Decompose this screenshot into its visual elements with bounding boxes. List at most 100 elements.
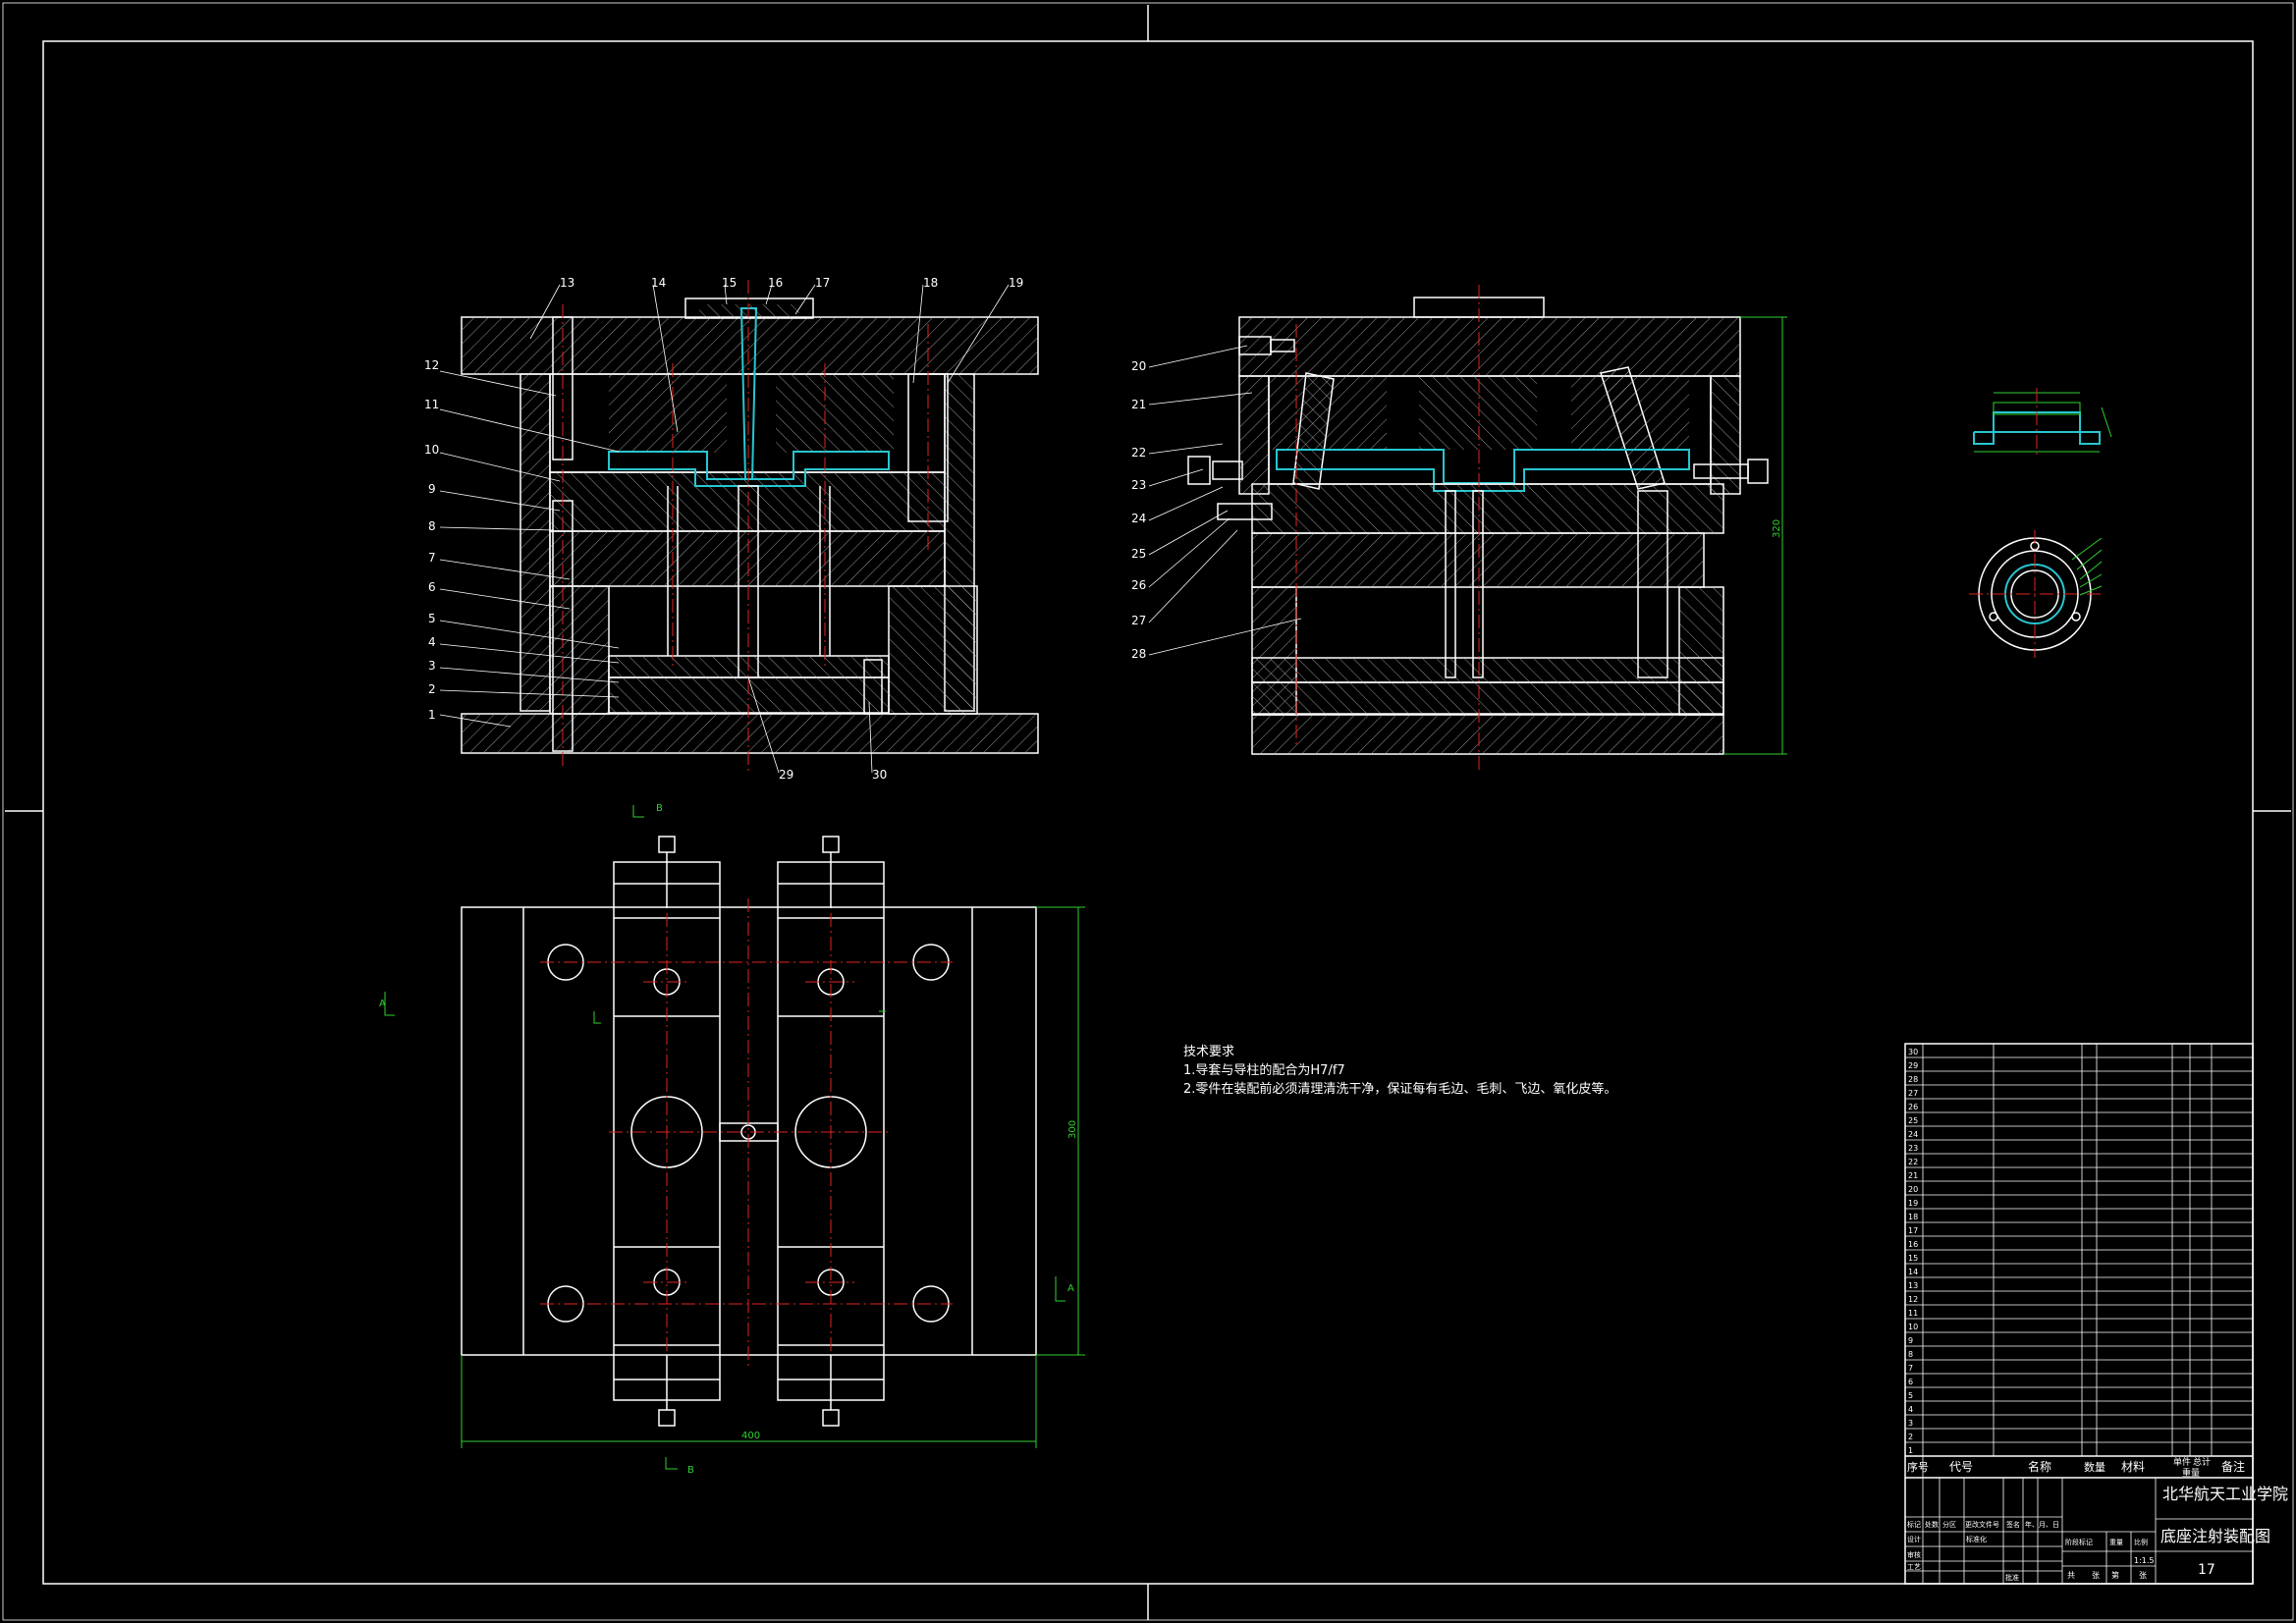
- part-number: 16: [768, 276, 783, 290]
- svg-text:单件: 单件: [2173, 1456, 2191, 1468]
- part-number: 15: [722, 276, 737, 290]
- bom-row-number: 26: [1908, 1103, 1918, 1111]
- design-row: 设计 审核 工艺 批准 标准化 阶段标记 重量 比例: [1907, 1535, 2148, 1582]
- svg-text:分区: 分区: [1942, 1520, 1956, 1529]
- svg-text:备注: 备注: [2221, 1459, 2245, 1474]
- bom-row-number: 30: [1908, 1048, 1918, 1056]
- svg-text:总计: 总计: [2193, 1456, 2211, 1468]
- part-number: 7: [428, 551, 436, 565]
- bom-row-number: 27: [1908, 1089, 1918, 1098]
- bom-row-number: 20: [1908, 1185, 1918, 1194]
- sheet-number: 17: [2198, 1562, 2215, 1578]
- svg-text:张: 张: [2092, 1571, 2100, 1580]
- part-number: 1: [428, 708, 436, 722]
- part-number: 28: [1131, 647, 1146, 661]
- bom-row-number: 1: [1908, 1446, 1913, 1455]
- notes-line-1: 1.导套与导柱的配合为H7/f7: [1183, 1063, 1345, 1078]
- svg-text:重量: 重量: [2109, 1539, 2123, 1546]
- part-number: 17: [815, 276, 830, 290]
- part-number: 4: [428, 635, 436, 649]
- title-block: 序号 代号 名称 数量 材料 单件 总计 重量 备注 北华航天工业学院 底座注: [1904, 1043, 2288, 1585]
- part-number: 2: [428, 682, 436, 696]
- svg-text:代号: 代号: [1949, 1460, 1973, 1474]
- bom-row-number: 18: [1908, 1213, 1918, 1221]
- bom-row-number: 9: [1908, 1336, 1913, 1345]
- part-number: 11: [424, 398, 439, 411]
- part-number: 10: [424, 443, 439, 457]
- bom-row-number: 29: [1908, 1061, 1918, 1070]
- bom-row-number: 15: [1908, 1254, 1918, 1263]
- section-label: B: [687, 1465, 694, 1476]
- part-number: 23: [1131, 478, 1146, 492]
- bom-row-number: 11: [1908, 1309, 1918, 1318]
- part-number: 12: [424, 358, 439, 372]
- bom-row-number: 12: [1908, 1295, 1918, 1304]
- svg-text:共: 共: [2067, 1571, 2075, 1580]
- side-section-view: 320 20 21 22 23 24 25 26 27 28: [1131, 285, 1787, 771]
- bom-row-number: 28: [1908, 1075, 1918, 1084]
- sign-row: 标记 处数 分区 更改文件号 签名 年、月、日: [1907, 1520, 2059, 1529]
- part-number: 25: [1131, 547, 1146, 561]
- bom-row-number: 5: [1908, 1391, 1913, 1400]
- drawing-title: 底座注射装配图: [2160, 1527, 2270, 1545]
- notes-line-2: 2.零件在装配前必须清理清洗干净，保证每有毛边、毛刺、飞边、氧化皮等。: [1183, 1082, 1617, 1097]
- bom-row-number: 14: [1908, 1268, 1918, 1276]
- part-number: 21: [1131, 398, 1146, 411]
- bom-row-number: 21: [1908, 1171, 1918, 1180]
- bom-row-number: 23: [1908, 1144, 1918, 1153]
- part-number: 20: [1131, 359, 1146, 373]
- scale-value: 1:1.5: [2134, 1556, 2155, 1565]
- svg-text:签名: 签名: [2006, 1520, 2020, 1529]
- part-number: 3: [428, 659, 436, 673]
- part-detail-views: [1969, 388, 2112, 658]
- bom-row-number: 7: [1908, 1364, 1913, 1373]
- bom-row-number: 4: [1908, 1405, 1913, 1414]
- svg-text:更改文件号: 更改文件号: [1965, 1520, 1999, 1529]
- bom-row-number: 8: [1908, 1350, 1913, 1359]
- part-number: 24: [1131, 512, 1146, 525]
- part-number: 30: [872, 768, 887, 782]
- school-name: 北华航天工业学院: [2162, 1485, 2288, 1503]
- svg-text:材料: 材料: [2121, 1460, 2145, 1474]
- svg-text:标记: 标记: [1907, 1520, 1921, 1529]
- part-number: 22: [1131, 446, 1146, 460]
- bom-row-number: 19: [1908, 1199, 1918, 1208]
- svg-text:审核: 审核: [1907, 1550, 1921, 1559]
- part-number: 26: [1131, 578, 1146, 592]
- svg-text:批准: 批准: [2005, 1573, 2019, 1582]
- svg-text:设计: 设计: [1907, 1535, 1921, 1543]
- part-number: 27: [1131, 614, 1146, 627]
- bom-row-number: 10: [1908, 1323, 1918, 1331]
- section-label: B: [656, 803, 663, 814]
- bom-row-number: 6: [1908, 1378, 1913, 1386]
- bom-header: 序号 代号 名称 数量 材料 单件 总计 重量 备注: [1907, 1456, 2245, 1479]
- svg-text:处数: 处数: [1925, 1520, 1939, 1529]
- bom-row-number: 13: [1908, 1281, 1918, 1290]
- part-number: 14: [651, 276, 666, 290]
- svg-text:名称: 名称: [2028, 1459, 2051, 1474]
- bom-row-number: 24: [1908, 1130, 1918, 1139]
- svg-text:阶段标记: 阶段标记: [2065, 1538, 2093, 1546]
- svg-text:标准化: 标准化: [1966, 1535, 1987, 1543]
- bom-row-number: 22: [1908, 1158, 1918, 1166]
- part-number: 19: [1009, 276, 1023, 290]
- bom-row-number: 17: [1908, 1226, 1918, 1235]
- dimension-label: 400: [741, 1431, 760, 1441]
- sheet-count-row: 共 张 第 张: [2067, 1570, 2147, 1580]
- bom-row-number: 16: [1908, 1240, 1918, 1249]
- bom-rows: 3029282726252423222120191817161514131211…: [1905, 1048, 2253, 1457]
- bom-row-number: 2: [1908, 1433, 1913, 1441]
- bom-row-number: 3: [1908, 1419, 1913, 1428]
- bom-row-number: 25: [1908, 1116, 1918, 1125]
- part-number: 6: [428, 580, 436, 594]
- part-number: 18: [923, 276, 938, 290]
- part-number: 5: [428, 612, 436, 625]
- svg-text:张: 张: [2139, 1571, 2147, 1580]
- part-number: 29: [779, 768, 793, 782]
- svg-text:重量: 重量: [2182, 1467, 2200, 1479]
- dimension-label: 320: [1772, 519, 1782, 538]
- svg-text:第: 第: [2111, 1570, 2119, 1580]
- part-number: 8: [428, 519, 436, 533]
